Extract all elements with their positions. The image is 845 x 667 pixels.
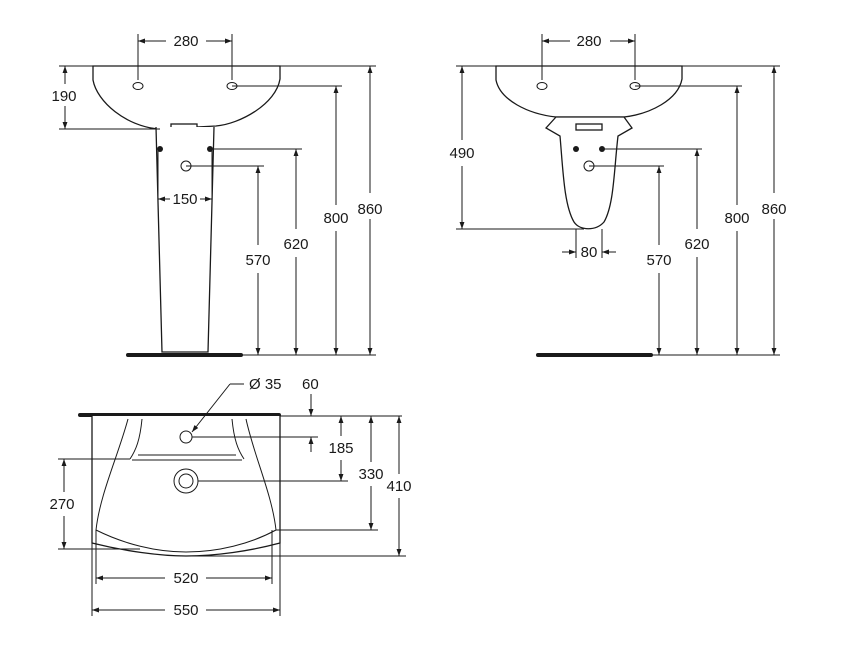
dim-tap-spacing: 280 <box>173 33 198 50</box>
basin-outline <box>495 65 683 118</box>
dim-fixing-height: 620 <box>283 236 308 253</box>
dim-waste-height: 570 <box>646 252 671 269</box>
dim-fixing-height: 620 <box>684 236 709 253</box>
semi-pedestal-view: 280 490 80 570 620 800 860 <box>449 33 787 357</box>
overflow-slot <box>575 123 603 131</box>
dim-pedestal-width: 80 <box>581 244 598 261</box>
dim-bowl-depth: 270 <box>49 496 74 513</box>
dim-waste-height: 570 <box>245 252 270 269</box>
pedestal-outline <box>155 126 215 353</box>
dim-back-to-waste: 185 <box>328 440 353 457</box>
dim-inner-width: 520 <box>173 570 198 587</box>
waste-outlet-inner <box>178 473 194 489</box>
tap-hole <box>536 82 548 90</box>
dim-tap-hole-diameter: Ø 35 <box>249 376 282 393</box>
bowl-inner-outline <box>95 418 277 553</box>
dim-semi-pedestal-drop: 490 <box>449 145 474 162</box>
dim-rim-height: 800 <box>724 210 749 227</box>
dim-basin-depth: 190 <box>51 88 76 105</box>
dim-tap-spacing: 280 <box>576 33 601 50</box>
basin-outline <box>92 65 281 130</box>
front-view: 280 190 150 570 620 800 860 <box>51 33 383 357</box>
dim-overall-height: 860 <box>761 201 786 218</box>
semi-pedestal-outline <box>544 116 633 230</box>
dim-overall-width: 550 <box>173 602 198 619</box>
dim-rim-height: 800 <box>323 210 348 227</box>
dim-pedestal-width: 150 <box>172 191 197 208</box>
fixing-point <box>573 146 579 152</box>
dim-back-to-bowl-front: 330 <box>358 466 383 483</box>
tap-hole <box>132 82 144 90</box>
dim-overall-height: 860 <box>357 201 382 218</box>
plan-view: Ø 35 60 185 330 410 270 5 <box>49 376 411 619</box>
dim-projection: 410 <box>386 478 411 495</box>
dim-back-to-tap: 60 <box>302 376 319 393</box>
